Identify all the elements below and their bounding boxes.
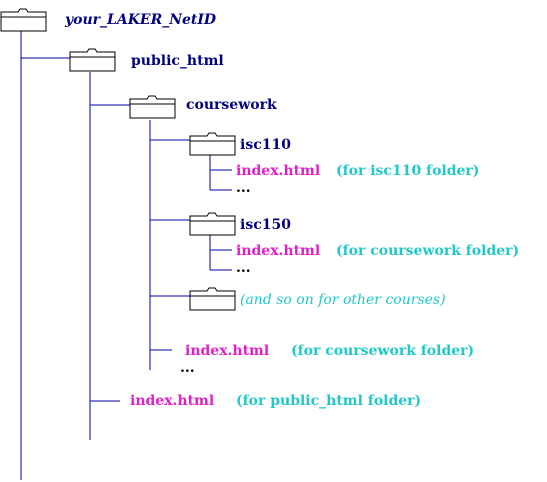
isc110-index-file: index.html	[236, 163, 321, 179]
coursework-folder-label: coursework	[186, 97, 277, 113]
isc110-more-files: ...	[236, 180, 251, 196]
public-html-folder-label: public_html	[131, 53, 224, 69]
isc150-index-note: (for coursework folder)	[336, 243, 520, 259]
public-html-folder-icon	[69, 48, 116, 72]
coursework-index-note: (for coursework folder)	[291, 343, 475, 359]
isc150-more-files: ...	[236, 260, 251, 276]
other-courses-note: (and so on for other courses)	[240, 292, 446, 308]
isc110-folder-label: isc110	[240, 137, 291, 153]
public-html-index-note: (for public_html folder)	[236, 393, 422, 409]
coursework-index-file: index.html	[185, 343, 270, 359]
isc150-folder-icon	[189, 212, 236, 236]
isc110-folder-icon	[189, 132, 236, 156]
isc110-index-note: (for isc110 folder)	[336, 163, 480, 179]
root-folder-icon	[0, 8, 47, 32]
coursework-folder-icon	[129, 95, 176, 119]
root-folder-label: your_LAKER_NetID	[65, 12, 217, 28]
coursework-more-files: ...	[180, 360, 195, 376]
other-courses-folder-icon	[189, 287, 236, 311]
public-html-index-file: index.html	[130, 393, 215, 409]
isc150-index-file: index.html	[236, 243, 321, 259]
isc150-folder-label: isc150	[240, 217, 291, 233]
